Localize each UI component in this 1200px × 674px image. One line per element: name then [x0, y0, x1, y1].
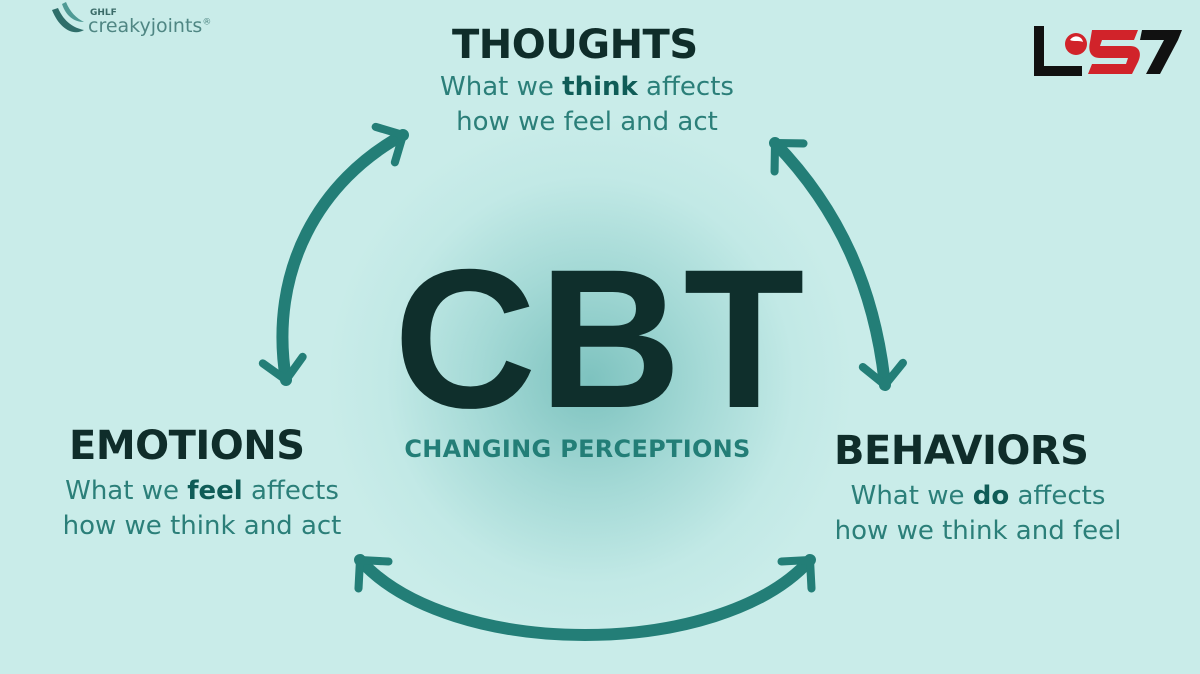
arrow-thoughts-emotions	[258, 122, 409, 386]
cbt-subtitle: CHANGING PERCEPTIONS	[404, 435, 751, 463]
creakyjoints-logo: GHLF creakyjoints®	[48, 0, 228, 44]
brand-name: creakyjoints®	[88, 15, 212, 37]
emotions-title: EMOTIONS	[69, 423, 305, 469]
cbt-title: CBT	[393, 228, 807, 449]
center-glow	[330, 120, 850, 640]
arrow-thoughts-behaviors	[769, 137, 907, 391]
creakyjoints-leaf-logo	[52, 2, 84, 33]
corner-channel-logo	[1034, 26, 1182, 76]
behaviors-title: BEHAVIORS	[834, 428, 1089, 474]
thoughts-title: THOUGHTS	[452, 22, 698, 68]
brand-small-text: GHLF	[90, 8, 117, 18]
arrow-emotions-behaviors	[354, 554, 816, 641]
